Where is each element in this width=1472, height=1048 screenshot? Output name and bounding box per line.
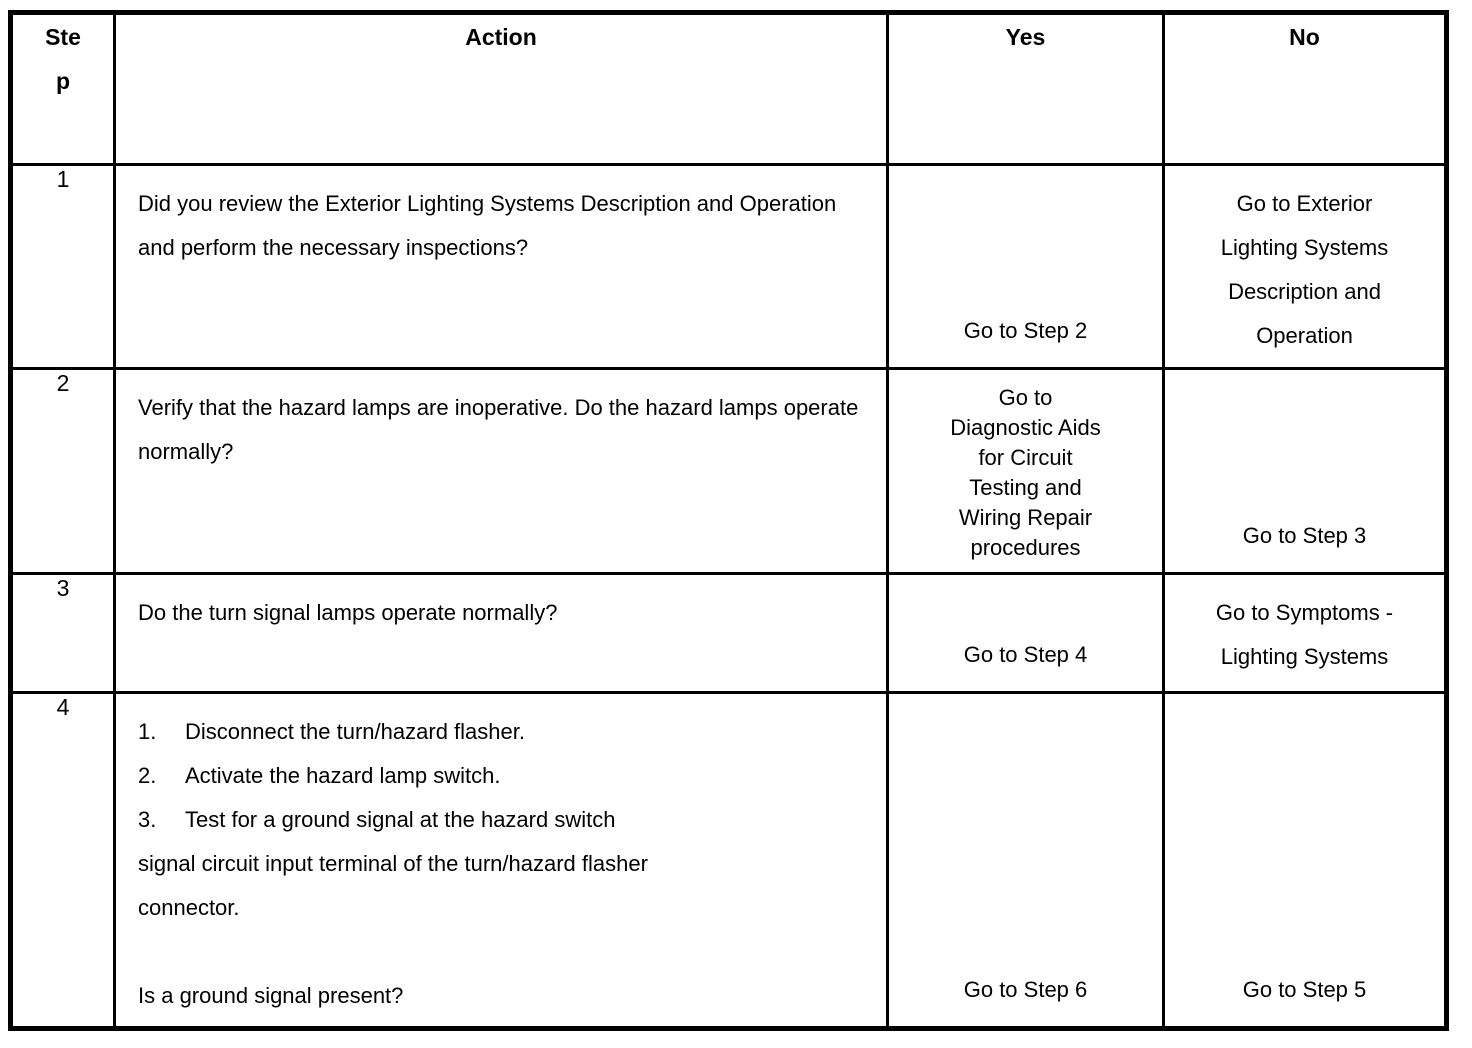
list-item-number: 2. (138, 763, 157, 788)
step-number: 3 (56, 575, 70, 601)
diagnostic-procedure-table: Step Action Yes No 1 Did you review the … (8, 10, 1449, 1031)
list-item: 2. Activate the hazard lamp switch. (138, 754, 872, 798)
no-line: Lighting Systems (1220, 644, 1389, 669)
list-item: 3. Test for a ground signal at the hazar… (138, 798, 872, 842)
list-item: 1. Disconnect the turn/hazard flasher. (138, 710, 872, 754)
yes-text: Go to Diagnostic Aids for Circuit Testin… (889, 370, 1162, 563)
step-number-cell: 4 (8, 691, 116, 1031)
column-header-yes: Yes (886, 10, 1165, 166)
column-header-step: Step (8, 10, 116, 166)
list-item-text: Activate the hazard lamp switch. (185, 763, 501, 788)
no-line: Go to Step 5 (1242, 977, 1367, 1002)
no-line: Go to Step 3 (1242, 523, 1367, 548)
yes-line: for Circuit (978, 445, 1073, 470)
list-item-number: 3. (138, 807, 157, 832)
yes-line: Go to Step 2 (963, 318, 1088, 343)
table-row: 4 1. Disconnect the turn/hazard flasher.… (8, 691, 1449, 1031)
yes-cell: Go to Diagnostic Aids for Circuit Testin… (886, 367, 1165, 575)
action-text: 1. Disconnect the turn/hazard flasher. 2… (116, 694, 886, 1018)
yes-line: Testing and (969, 475, 1082, 500)
yes-line: Go to (998, 385, 1053, 410)
no-cell: Go to Exterior Lighting Systems Descript… (1162, 163, 1449, 370)
action-line: hazard lamps operate normally? (138, 395, 859, 464)
yes-text: Go to Step 6 (889, 968, 1162, 1026)
action-cell: Do the turn signal lamps operate normall… (113, 572, 889, 694)
no-cell: Go to Step 3 (1162, 367, 1449, 575)
action-text: Verify that the hazard lamps are inopera… (116, 370, 886, 474)
no-cell: Go to Symptoms - Lighting Systems (1162, 572, 1449, 694)
column-header-no-label: No (1289, 24, 1320, 50)
table-row: 2 Verify that the hazard lamps are inope… (8, 367, 1449, 575)
column-header-action: Action (113, 10, 889, 166)
yes-line: Diagnostic Aids (950, 415, 1101, 440)
column-header-action-label: Action (465, 24, 537, 50)
no-line: Operation (1256, 323, 1353, 348)
yes-line: Go to Step 6 (963, 977, 1088, 1002)
action-cell: Did you review the Exterior Lighting Sys… (113, 163, 889, 370)
no-text: Go to Exterior Lighting Systems Descript… (1165, 166, 1444, 358)
no-line: Description and (1228, 279, 1381, 304)
action-line: inspections? (405, 235, 529, 260)
action-continuation-line: signal circuit input terminal of the tur… (138, 851, 648, 876)
action-text: Do the turn signal lamps operate normall… (116, 575, 886, 635)
list-item-text: Test for a ground signal at the hazard s… (185, 807, 616, 832)
list-item-number: 1. (138, 719, 157, 744)
no-line: Go to Symptoms - (1215, 600, 1394, 625)
yes-text: Go to Step 2 (889, 309, 1162, 367)
action-continuation-line: connector. (138, 895, 240, 920)
step-number: 2 (56, 370, 70, 396)
yes-cell: Go to Step 6 (886, 691, 1165, 1031)
action-cell: Verify that the hazard lamps are inopera… (113, 367, 889, 575)
column-header-no: No (1162, 10, 1449, 166)
column-header-step-label: Step (45, 24, 81, 94)
action-line: Verify that the hazard lamps are inopera… (138, 395, 640, 420)
yes-line: Go to Step 4 (963, 642, 1088, 667)
blank-line (138, 930, 872, 974)
yes-line: Wiring Repair (958, 505, 1093, 530)
column-header-yes-label: Yes (1005, 24, 1046, 50)
step-number-cell: 2 (8, 367, 116, 575)
action-line: Did you review the Exterior Lighting Sys… (138, 191, 575, 216)
step-number: 4 (56, 694, 70, 720)
table-row: 3 Do the turn signal lamps operate norma… (8, 572, 1449, 694)
yes-cell: Go to Step 4 (886, 572, 1165, 694)
action-line: Description and Operation and perform th… (138, 191, 837, 260)
no-line: Go to Exterior (1236, 191, 1373, 216)
list-item-text: Disconnect the turn/hazard flasher. (185, 719, 525, 744)
no-line: Lighting Systems (1220, 235, 1389, 260)
yes-line: procedures (970, 535, 1081, 560)
table-header-row: Step Action Yes No (8, 10, 1449, 166)
action-line: Do the turn signal lamps operate normall… (138, 600, 558, 625)
no-cell: Go to Step 5 (1162, 691, 1449, 1031)
yes-cell: Go to Step 2 (886, 163, 1165, 370)
step-number-cell: 1 (8, 163, 116, 370)
step-number-cell: 3 (8, 572, 116, 694)
action-question: Is a ground signal present? (138, 983, 404, 1008)
step-number: 1 (56, 166, 70, 192)
table-row: 1 Did you review the Exterior Lighting S… (8, 163, 1449, 370)
no-text: Go to Step 3 (1165, 514, 1444, 572)
action-cell: 1. Disconnect the turn/hazard flasher. 2… (113, 691, 889, 1031)
yes-text: Go to Step 4 (889, 633, 1162, 691)
no-text: Go to Symptoms - Lighting Systems (1165, 575, 1444, 679)
no-text: Go to Step 5 (1165, 968, 1444, 1026)
action-text: Did you review the Exterior Lighting Sys… (116, 166, 886, 270)
